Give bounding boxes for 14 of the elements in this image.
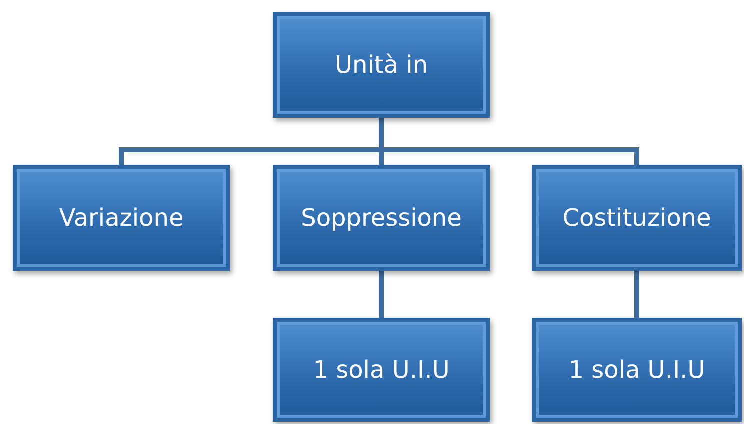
org-chart-box [273,12,490,118]
box-label: Soppressione [301,204,462,232]
box-label: Variazione [59,204,184,232]
box-label: 1 sola U.I.U [568,356,706,384]
org-chart-box [273,165,490,271]
org-chart-box [532,165,742,271]
org-chart-box [13,165,230,271]
box-label: Costituzione [562,204,712,232]
box-label: Unità in [334,51,428,79]
box-label: 1 sola U.I.U [313,356,450,384]
connector-line [379,271,384,318]
org-chart-box [273,318,490,422]
connector-line [634,271,640,318]
org-chart-box [532,318,742,422]
